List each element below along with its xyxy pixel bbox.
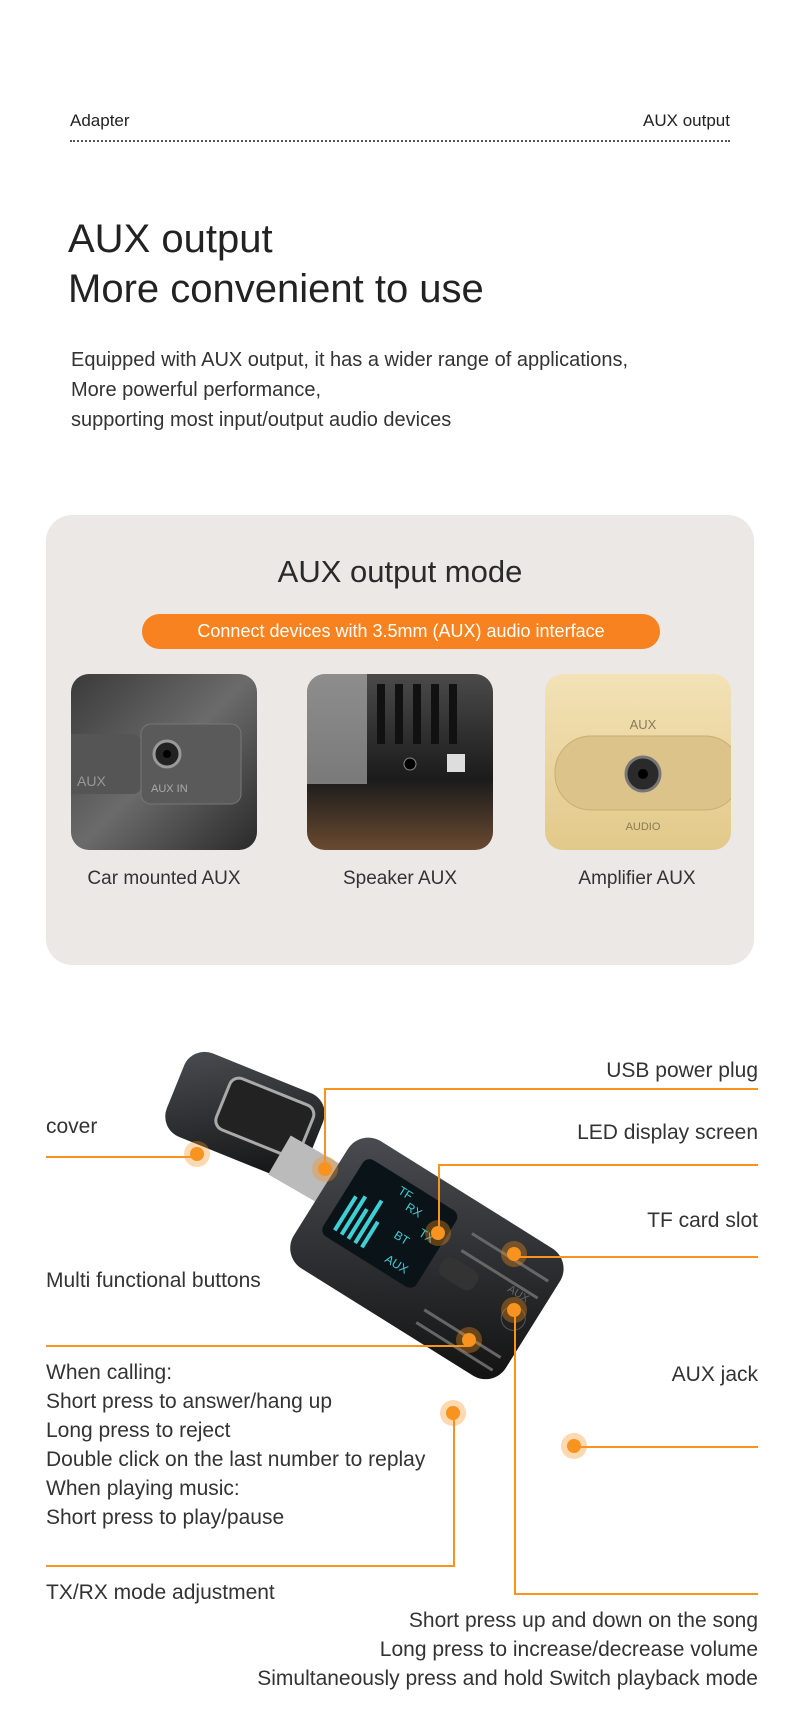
amplifier-aux-photo: AUX AUDIO [545, 674, 731, 850]
speaker-aux-photo [307, 674, 493, 850]
hero-title-1: AUX output [68, 217, 273, 261]
audio-label: AUDIO [626, 821, 661, 833]
bluetooth-adapter-device: RX TX TF BT AUX AUX [165, 1051, 564, 1380]
hero-desc-1: Equipped with AUX output, it has a wider… [71, 349, 629, 371]
desc-line: When calling: [46, 1361, 173, 1384]
car-aux-caption: Car mounted AUX [87, 868, 241, 889]
desc-line: Simultaneously press and hold Switch pla… [257, 1667, 758, 1690]
amplifier-aux-illustration: AUX AUDIO [554, 717, 731, 833]
desc-line: Long press to increase/decrease volume [379, 1638, 758, 1661]
led-label: LED display screen [577, 1121, 758, 1144]
aux-jack-label: AUX jack [671, 1363, 758, 1386]
header-divider [70, 140, 730, 142]
song-callout-line [514, 1593, 758, 1595]
tf-callout-line [514, 1256, 758, 1258]
cover-callout-line [46, 1156, 196, 1158]
cover-marker-icon [190, 1147, 204, 1161]
led-marker-icon [431, 1226, 445, 1240]
desc-line: When playing music: [46, 1477, 240, 1500]
song-callout-stem [514, 1310, 516, 1594]
header-section: AUX output [643, 111, 730, 130]
cover-label: cover [46, 1115, 98, 1138]
desc-line: Short press to answer/hang up [46, 1390, 333, 1413]
header-category: Adapter [70, 111, 130, 130]
txrx-label: TX/RX mode adjustment [46, 1581, 275, 1604]
aux-jack-callout-line [574, 1446, 758, 1448]
hero-desc-3: supporting most input/output audio devic… [71, 409, 452, 431]
txrx-callout-stem [453, 1413, 455, 1566]
speaker-aux-illustration [307, 674, 465, 784]
usb-marker-icon [318, 1162, 332, 1176]
txrx-marker-icon [446, 1406, 460, 1420]
car-aux-photo: AUX AUX IN [71, 674, 257, 850]
song-marker-icon [507, 1303, 521, 1317]
aux-label: AUX [630, 717, 657, 732]
multi-buttons-label: Multi functional buttons [46, 1269, 261, 1292]
hero-desc-2: More powerful performance, [71, 379, 322, 401]
led-callout-stem [438, 1164, 440, 1230]
desc-line: Short press up and down on the song [408, 1609, 758, 1632]
desc-line: Double click on the last number to repla… [46, 1448, 426, 1471]
aux-interface-pill: Connect devices with 3.5mm (AUX) audio i… [142, 614, 660, 649]
aux-in-label: AUX IN [151, 783, 188, 795]
hero-title-2: More convenient to use [68, 267, 484, 311]
aux-jack-marker-icon [567, 1439, 581, 1453]
prev-next-button [438, 1256, 479, 1291]
desc-line: Long press to reject [46, 1419, 231, 1442]
desc-line: Short press to play/pause [46, 1506, 285, 1529]
txrx-callout-line [46, 1565, 455, 1567]
amplifier-aux-caption: Amplifier AUX [578, 868, 696, 889]
usb-label: USB power plug [606, 1059, 758, 1082]
aux-label: AUX [77, 773, 106, 789]
screen-tf: TF [396, 1183, 416, 1203]
tf-marker-icon [507, 1247, 521, 1261]
car-aux-illustration: AUX AUX IN [71, 723, 242, 805]
multi-callout-line [46, 1345, 470, 1347]
multi-marker-icon [462, 1333, 476, 1347]
tf-label: TF card slot [647, 1209, 758, 1232]
song-buttons-description: Short press up and down on the song Long… [257, 1606, 758, 1693]
multi-buttons-description: When calling: Short press to answer/hang… [46, 1358, 425, 1532]
aux-mode-title: AUX output mode [277, 554, 523, 589]
usb-callout-line [324, 1088, 758, 1090]
speaker-aux-caption: Speaker AUX [342, 868, 458, 889]
led-callout-line [438, 1164, 758, 1166]
usb-callout-stem [324, 1088, 326, 1166]
